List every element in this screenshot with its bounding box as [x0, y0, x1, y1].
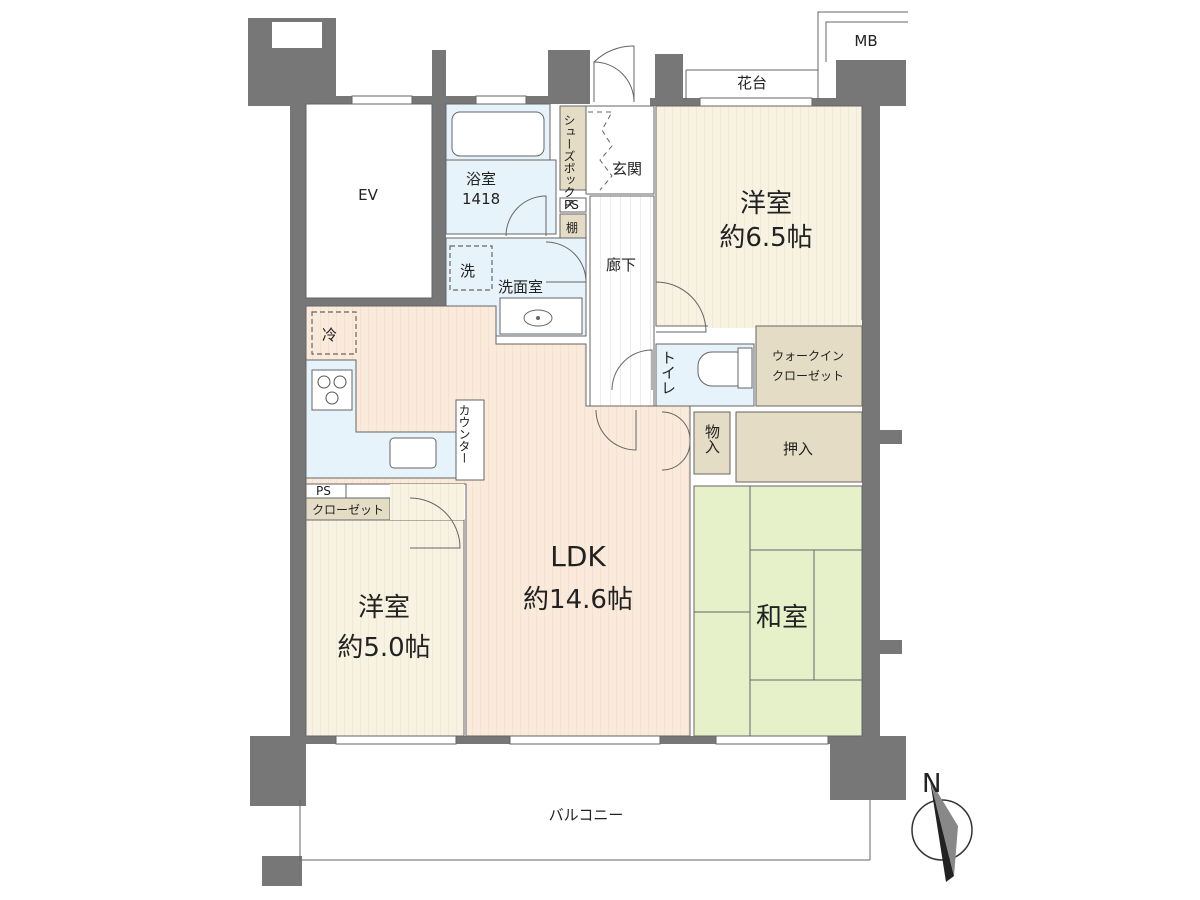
- mb-label: MB: [854, 32, 877, 50]
- ps-left-label: PS: [316, 484, 331, 498]
- counter: [455, 399, 485, 481]
- oshiire: [735, 411, 863, 483]
- ev-label: EV: [358, 186, 378, 204]
- balcony-label: バルコニー: [549, 806, 624, 824]
- storage-label: 物入: [703, 424, 721, 454]
- western-room-2: [305, 519, 465, 737]
- japanese-room-label: 和室: [756, 603, 808, 633]
- ps-top-label: PS: [564, 198, 579, 212]
- shoe-box: [559, 105, 587, 191]
- compass-icon: N: [911, 769, 973, 882]
- ldk-label: LDK: [550, 540, 606, 573]
- storage: [693, 411, 731, 475]
- toilet-label: トイレ: [659, 350, 677, 395]
- ev-shaft: [305, 103, 433, 299]
- walk-in-closet: [755, 325, 863, 407]
- fridge-label: 冷: [322, 326, 337, 344]
- corridor: [589, 195, 655, 407]
- wic-label: ウォークイン: [772, 349, 844, 363]
- bath-label: 浴室: [466, 170, 496, 188]
- windows: [335, 95, 829, 745]
- counter-label: カウンター: [457, 404, 471, 464]
- north-label: N: [922, 769, 941, 799]
- japanese-room: [693, 485, 863, 737]
- washer-label: 洗: [460, 262, 475, 280]
- entrance: [585, 105, 655, 195]
- western-room-2-size: 約5.0帖: [337, 633, 430, 663]
- shoe-box-label: シューズボックス: [562, 114, 576, 210]
- wic-label-2: クローゼット: [772, 369, 844, 383]
- flower-bed-label: 花台: [737, 74, 767, 92]
- doors: [409, 45, 707, 549]
- entrance-label: 玄関: [612, 160, 642, 178]
- shelf-label: 棚: [566, 220, 578, 235]
- closet-label: クローゼット: [312, 503, 384, 517]
- washroom-label: 洗面室: [498, 278, 543, 296]
- ldk-size: 約14.6帖: [523, 585, 633, 615]
- balcony: [299, 800, 871, 861]
- western-room-1: [655, 105, 863, 327]
- corridor-label: 廊下: [606, 256, 636, 274]
- western-room-2-label: 洋室: [358, 593, 410, 623]
- western-room-1-label: 洋室: [740, 189, 792, 219]
- oshiire-label: 押入: [783, 440, 813, 458]
- western-room-1-size: 約6.5帖: [719, 223, 812, 253]
- bath-size-label: 1418: [462, 190, 500, 208]
